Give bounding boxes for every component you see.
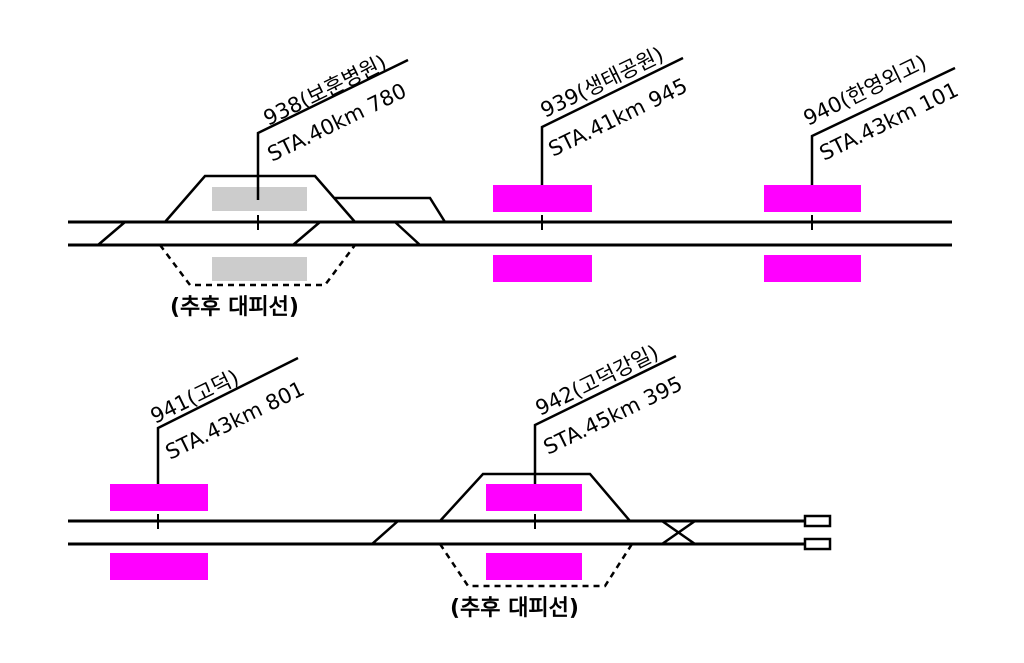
platform-940-upper — [764, 185, 861, 212]
platform-940-lower — [764, 255, 861, 282]
track-row-bottom: 941(고덕) STA.43km 801 942(고덕강일) STA.45km … — [68, 340, 832, 621]
platform-941-lower — [110, 553, 208, 580]
platform-939-lower — [493, 255, 592, 282]
loop-942-upper — [439, 472, 631, 522]
leader-941 — [156, 356, 299, 484]
crossover-942-left — [371, 520, 399, 545]
crossover-938-right — [292, 221, 321, 246]
loop-938-second — [335, 196, 447, 223]
buffer-stop-lower — [803, 537, 832, 551]
platform-938-lower — [212, 257, 307, 281]
platform-938-upper — [212, 187, 307, 211]
platform-942-upper — [486, 484, 582, 511]
leader-940 — [810, 66, 956, 185]
crossover-938-mid — [394, 221, 421, 246]
future-siding-label-top: (추후 대피선) — [170, 295, 299, 320]
platform-939-upper — [493, 185, 592, 212]
track-row-top: 938(보훈병원) STA.40km 780 939(생태공원) STA.41k… — [68, 42, 962, 320]
future-siding-label-bottom: (추후 대피선) — [450, 596, 579, 621]
buffer-stop-upper — [803, 514, 832, 528]
future-siding-942 — [438, 543, 634, 588]
leader-939 — [540, 56, 684, 185]
leader-942 — [533, 354, 677, 484]
future-siding-938 — [159, 244, 356, 287]
leader-938 — [256, 58, 409, 200]
platform-942-lower — [486, 553, 582, 580]
crossover-942-x2 — [661, 519, 696, 546]
crossover-938-left — [97, 221, 126, 246]
platform-941-upper — [110, 484, 208, 511]
